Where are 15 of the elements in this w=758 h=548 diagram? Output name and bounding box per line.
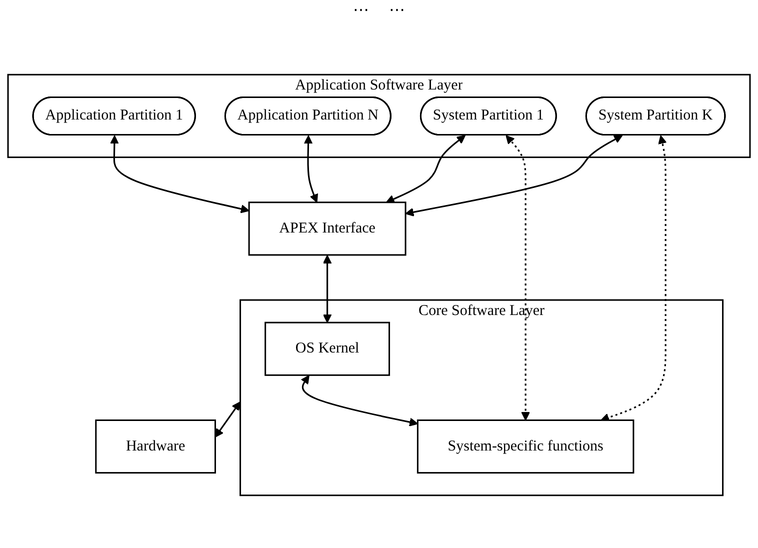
node-box: Hardware — [95, 419, 216, 474]
arrow — [214, 402, 240, 438]
ellipsis-label: ⋯ — [389, 1, 405, 21]
arrow — [386, 135, 466, 204]
node-box: System-specific functions — [416, 419, 634, 474]
arrow — [110, 135, 250, 214]
arrow — [506, 135, 530, 421]
arrow — [405, 135, 623, 216]
arrow — [300, 375, 418, 426]
ellipsis-label: ⋯ — [353, 1, 369, 21]
node-box: OS Kernel — [264, 322, 390, 376]
arrow — [600, 135, 667, 422]
node-box: APEX Interface — [248, 202, 406, 256]
arrow — [322, 254, 332, 323]
arrow — [304, 135, 318, 203]
